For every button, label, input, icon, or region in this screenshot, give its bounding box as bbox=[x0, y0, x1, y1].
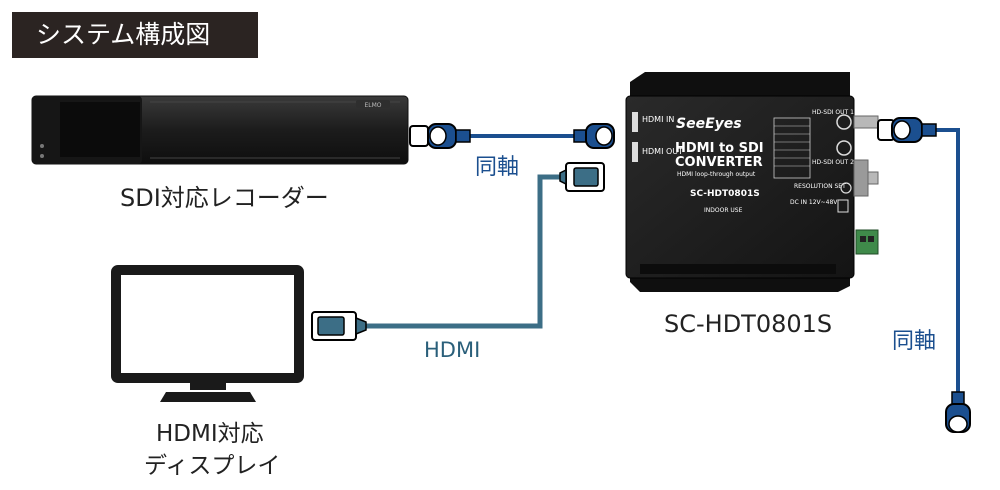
hdmi-in-label: HDMI IN bbox=[642, 115, 674, 124]
coax-label-1: 同軸 bbox=[475, 155, 520, 180]
converter-title-line2: CONVERTER bbox=[675, 155, 763, 170]
hdmi-cable bbox=[311, 162, 605, 341]
monitor-caption-line2: ディスプレイ bbox=[144, 453, 281, 479]
converter-brand: SeeEyes bbox=[676, 116, 742, 132]
sdi-recorder: ELMO bbox=[31, 95, 409, 165]
converter-usage: INDOOR USE bbox=[704, 207, 743, 214]
hdmi-cable-label: HDMI bbox=[424, 338, 481, 362]
coax-label-2: 同軸 bbox=[892, 329, 937, 354]
dc-in-label: DC IN 12V~48V bbox=[790, 199, 838, 206]
hdmi-monitor bbox=[111, 265, 304, 402]
hdmi-out-label: HDMI OUT bbox=[642, 147, 683, 156]
sdi-out1-label: HD-SDI OUT 1 bbox=[812, 109, 854, 116]
monitor-caption-line1: HDMI対応 bbox=[156, 421, 264, 447]
recorder-caption: SDI対応レコーダー bbox=[120, 184, 329, 212]
coax-cable-1 bbox=[409, 123, 615, 149]
converter-model: SC-HDT0801S bbox=[690, 189, 760, 199]
converter-caption: SC-HDT0801S bbox=[664, 310, 833, 338]
hdmi-sdi-converter: HDMI IN HDMI OUT SeeEyes HDMI to SDI CON… bbox=[625, 72, 879, 292]
resolution-label: RESOLUTION SET bbox=[794, 183, 846, 190]
recorder-brand: ELMO bbox=[364, 102, 381, 109]
coax-cable-2 bbox=[877, 117, 971, 433]
converter-title-line1: HDMI to SDI bbox=[675, 141, 764, 156]
sdi-out2-label: HD-SDI OUT 2 bbox=[812, 159, 854, 166]
converter-subtitle: HDMI loop-through output bbox=[677, 171, 756, 178]
page-title: システム構成図 bbox=[12, 12, 258, 58]
